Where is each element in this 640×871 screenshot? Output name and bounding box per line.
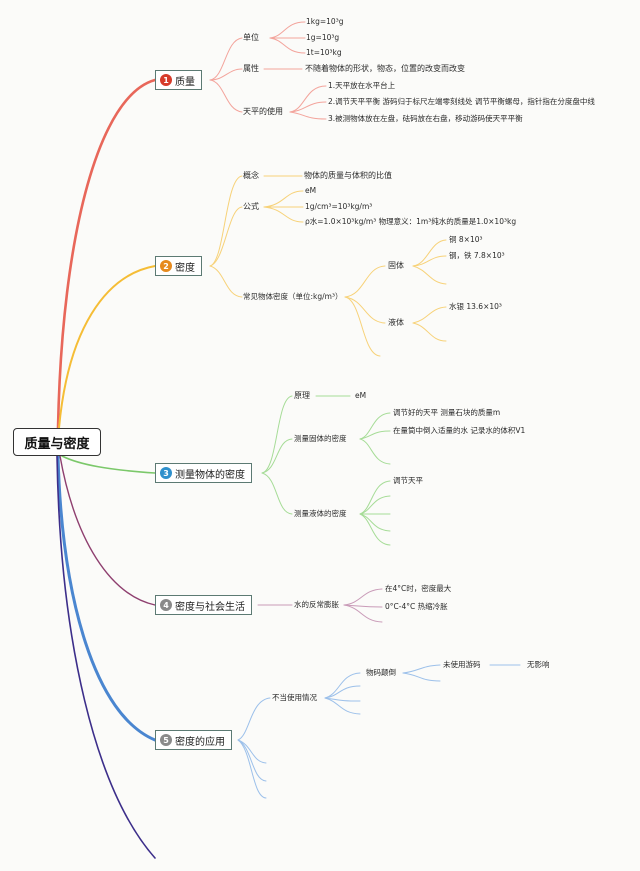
measure-solid-step-1[interactable]: 调节好的天平 测量石块的质量m [393, 408, 501, 417]
measure-solid-step-2[interactable]: 在量筒中倒入适量的水 记录水的体积V1 [393, 426, 526, 435]
density-common-label[interactable]: 常见物体密度（单位:kg/m³） [243, 292, 343, 301]
number-badge-5: 5 [160, 734, 172, 746]
number-badge-2: 2 [160, 260, 172, 272]
density-liquid-item-1[interactable]: 水银 13.6×10³ [449, 302, 502, 311]
density-concept-text[interactable]: 物体的质量与体积的比值 [304, 171, 392, 180]
density-solid-label[interactable]: 固体 [388, 261, 404, 270]
measure-principle-text[interactable]: eM [355, 391, 367, 400]
branch-measure [61, 455, 156, 474]
topic-measure-label: 测量物体的密度 [175, 469, 245, 481]
branch-application [56, 454, 157, 742]
topic-density[interactable]: 2 密度 [155, 256, 202, 276]
social-water-label[interactable]: 水的反常膨胀 [294, 600, 339, 609]
measure-solid-label[interactable]: 测量固体的密度 [294, 434, 347, 443]
density-solid-item-2[interactable]: 钢，铁 7.8×10³ [449, 251, 505, 260]
application-weights-label[interactable]: 物码颠倒 [366, 668, 396, 677]
topic-measure[interactable]: 3 测量物体的密度 [155, 463, 252, 483]
density-concept-label[interactable]: 概念 [243, 171, 259, 180]
social-water-item-2[interactable]: 0°C-4°C 热缩冷胀 [385, 602, 448, 611]
measure-liquid-label[interactable]: 测量液体的密度 [294, 509, 347, 518]
mass-balance-label[interactable]: 天平的使用 [243, 107, 283, 116]
density-formula-item-1[interactable]: eM [305, 186, 317, 195]
mass-balance-step-1[interactable]: 1.天平放在水平台上 [328, 81, 396, 90]
density-formula-item-2[interactable]: 1g/cm³=10³kg/m³ [305, 202, 373, 211]
measure-liquid-step-1[interactable]: 调节天平 [393, 476, 423, 485]
topic-density-label: 密度 [175, 262, 195, 274]
mass-unit-item-3[interactable]: 1t=10³kg [306, 48, 342, 57]
root-topic[interactable]: 质量与密度 [13, 428, 101, 456]
number-badge-3: 3 [160, 467, 172, 479]
topic-mass-label: 质量 [175, 76, 195, 88]
mass-unit-item-2[interactable]: 1g=10³g [306, 33, 340, 42]
mass-balance-step-2[interactable]: 2.调节天平平衡 游码归于标尺左端零刻线处 调节平衡螺母，指针指在分度盘中线 [328, 97, 595, 106]
mass-property-text[interactable]: 不随着物体的形状，物态，位置的改变而改变 [305, 64, 465, 73]
mass-unit-label[interactable]: 单位 [243, 33, 259, 42]
mass-balance-step-3[interactable]: 3.被测物体放在左盘，砝码放在右盘，移动游码使天平平衡 [328, 114, 523, 123]
branch-social [59, 455, 156, 606]
number-badge-1: 1 [160, 74, 172, 86]
social-water-item-1[interactable]: 在4°C时，密度最大 [385, 584, 452, 593]
topic-mass[interactable]: 1 质量 [155, 70, 202, 90]
density-liquid-label[interactable]: 液体 [388, 318, 404, 327]
root-topic-label: 质量与密度 [24, 436, 90, 452]
density-formula-item-3[interactable]: ρ水=1.0×10³kg/m³ 物理意义：1m³纯水的质量是1.0×10³kg [305, 217, 517, 226]
branch-density [58, 265, 156, 429]
application-misuse-label[interactable]: 不当使用情况 [272, 693, 317, 702]
topic-application[interactable]: 5 密度的应用 [155, 730, 232, 750]
topic-social[interactable]: 4 密度与社会生活 [155, 595, 252, 615]
mass-property-label[interactable]: 属性 [243, 64, 259, 73]
density-solid-item-1[interactable]: 铜 8×10³ [449, 235, 483, 244]
branch-tail [56, 455, 156, 859]
topic-social-label: 密度与社会生活 [175, 601, 245, 613]
mass-unit-item-1[interactable]: 1kg=10³g [306, 17, 344, 26]
topic-application-label: 密度的应用 [175, 736, 225, 748]
number-badge-4: 4 [160, 599, 172, 611]
measure-principle-label[interactable]: 原理 [294, 391, 310, 400]
application-effect[interactable]: 无影响 [527, 660, 550, 669]
branch-mass [56, 78, 157, 430]
density-formula-label[interactable]: 公式 [243, 202, 259, 211]
application-no-rider[interactable]: 未使用游码 [443, 660, 481, 669]
